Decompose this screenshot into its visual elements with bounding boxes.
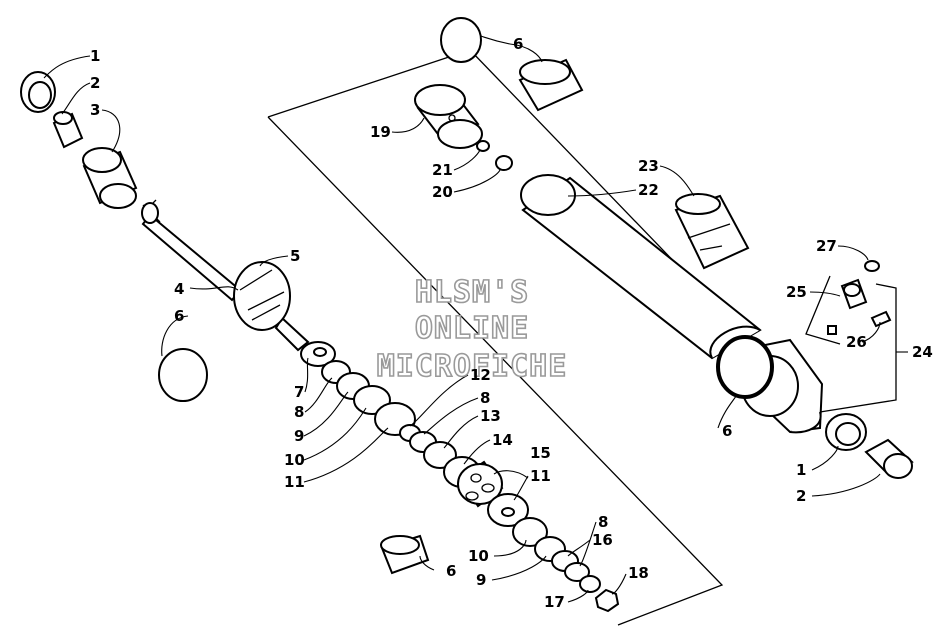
callout-25: 25 <box>786 283 807 301</box>
callout-15: 15 <box>530 444 551 462</box>
callout-6-top: 6 <box>513 35 523 53</box>
callout-11-right: 11 <box>530 467 551 485</box>
callout-7: 7 <box>294 383 304 401</box>
callout-6-left: 6 <box>174 307 184 325</box>
shim-8c <box>564 562 590 582</box>
watermark-line-3: MICROFICHE <box>377 349 568 384</box>
callout-5: 5 <box>290 247 300 265</box>
nut-18 <box>594 588 620 613</box>
callout-4: 4 <box>174 280 184 298</box>
valve-assembly-24-frame <box>805 275 897 413</box>
plug-20 <box>495 155 513 171</box>
callout-6-lower: 6 <box>446 562 456 580</box>
reservoir-body-22 <box>520 174 762 360</box>
callout-19: 19 <box>370 123 391 141</box>
callout-2-lower: 2 <box>796 487 806 505</box>
shim-10b <box>512 517 548 547</box>
sleeve-2-upper <box>52 111 84 149</box>
o-ring-6-left <box>158 348 208 402</box>
callout-21: 21 <box>432 161 453 179</box>
bushing-1-lower <box>825 413 867 451</box>
callout-16: 16 <box>592 531 613 549</box>
reservoir-piston-19 <box>414 84 483 149</box>
bushing-3 <box>82 147 138 209</box>
callout-10-lower: 10 <box>468 547 489 565</box>
callout-8-middle: 8 <box>480 389 490 407</box>
callout-17: 17 <box>544 593 565 611</box>
shaft-eye-5 <box>233 261 291 331</box>
callout-12: 12 <box>470 366 491 384</box>
callout-18: 18 <box>628 564 649 582</box>
callout-26: 26 <box>846 333 867 351</box>
shim-11b <box>487 493 529 527</box>
callout-20: 20 <box>432 183 453 201</box>
bushing-1-upper <box>20 71 56 113</box>
valve-core-26 <box>870 310 892 328</box>
callout-1-upper: 1 <box>90 47 100 65</box>
callout-14: 14 <box>492 431 513 449</box>
decal-23 <box>674 193 750 270</box>
callout-11-left: 11 <box>284 473 305 491</box>
o-ring-6-top <box>440 17 482 63</box>
callout-6-right: 6 <box>722 422 732 440</box>
callouts: 1 2 3 4 5 6 7 8 9 10 11 12 8 13 14 15 11… <box>90 35 933 611</box>
callout-9-lower: 9 <box>476 571 486 589</box>
shaft-4 <box>141 199 310 352</box>
washer-7 <box>300 341 336 367</box>
wear-band-6-lower <box>380 534 430 575</box>
washer-17 <box>579 575 601 593</box>
callout-13: 13 <box>480 407 501 425</box>
callout-1-lower: 1 <box>796 461 806 479</box>
valve-25 <box>827 278 868 335</box>
watermark-line-1: HLSM'S <box>415 275 529 310</box>
sleeve-2-lower <box>864 438 914 479</box>
watermark-line-2: ONLINE <box>415 311 529 346</box>
callout-27: 27 <box>816 237 837 255</box>
callout-2-upper: 2 <box>90 74 100 92</box>
watermark: HLSM'S ONLINE MICROFICHE <box>376 274 568 385</box>
callout-24: 24 <box>912 343 933 361</box>
retaining-ring-21 <box>476 140 490 152</box>
callout-22: 22 <box>638 181 659 199</box>
leader-lines <box>43 35 908 603</box>
o-ring-6-right <box>716 335 774 399</box>
wear-band-6-top <box>518 58 584 112</box>
piston-15 <box>457 460 504 508</box>
callout-3: 3 <box>90 101 100 119</box>
callout-8-left: 8 <box>294 403 304 421</box>
callout-23: 23 <box>638 157 659 175</box>
valve-cap-27 <box>864 260 880 272</box>
callout-9-left: 9 <box>294 427 304 445</box>
callout-10-left: 10 <box>284 451 305 469</box>
callout-8-lower: 8 <box>598 513 608 531</box>
